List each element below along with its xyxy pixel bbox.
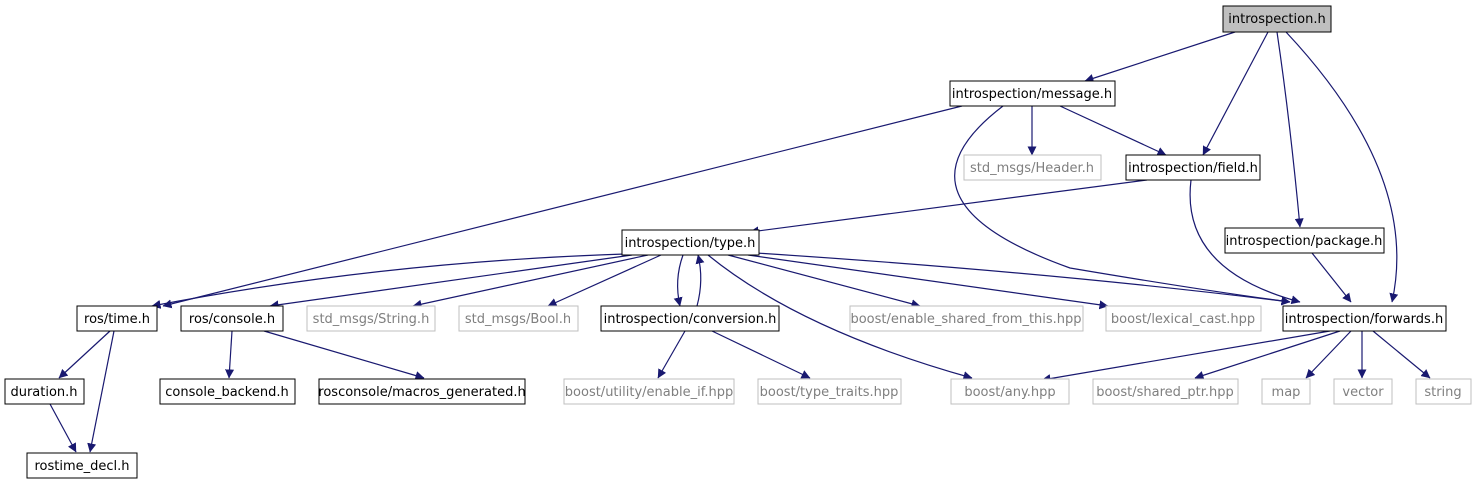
node-boost-enable-shared-from-this: boost/enable_shared_from_this.hpp [849, 305, 1084, 332]
node-string: string [1415, 378, 1472, 405]
edge-conversion-to-enable-if [657, 330, 686, 379]
node-introspection-h[interactable]: introspection.h [1222, 5, 1332, 33]
node-rostime-decl-h[interactable]: rostime_decl.h [26, 452, 138, 479]
edge-message-to-field [1059, 105, 1167, 156]
edge-message-to-ros-time [162, 105, 963, 309]
node-label: boost/any.hpp [964, 385, 1055, 400]
node-label: std_msgs/String.h [313, 312, 430, 327]
node-label: boost/lexical_cast.hpp [1111, 312, 1255, 327]
node-label: ros/console.h [189, 312, 275, 327]
node-duration-h[interactable]: duration.h [4, 378, 85, 405]
node-std-msgs-bool-h: std_msgs/Bool.h [458, 305, 579, 332]
edge-forwards-to-shared-ptr [1194, 330, 1341, 380]
edge-forwards-to-boost-any [1041, 330, 1331, 384]
edge-introspection-to-forwards [1285, 31, 1399, 303]
node-label: rostime_decl.h [34, 459, 129, 474]
node-package-h[interactable]: introspection/package.h [1224, 227, 1385, 254]
node-label: rosconsole/macros_generated.h [318, 385, 525, 400]
edge-package-to-forwards [1311, 252, 1352, 303]
edge-field-to-type [749, 179, 1148, 236]
node-boost-lexical-cast: boost/lexical_cast.hpp [1105, 305, 1262, 332]
node-label: string [1424, 385, 1461, 400]
node-label: console_backend.h [165, 385, 288, 400]
edge-field-to-forwards [1189, 179, 1301, 305]
edge-type-to-bool [547, 254, 662, 307]
node-boost-shared-ptr: boost/shared_ptr.hpp [1092, 378, 1239, 405]
edge-console-to-macros [263, 330, 425, 380]
node-label: introspection/conversion.h [604, 312, 777, 327]
node-message-h[interactable]: introspection/message.h [949, 80, 1116, 107]
edge-conversion-to-type-traits [711, 330, 811, 379]
node-label: boost/type_traits.hpp [760, 385, 899, 400]
node-boost-type-traits: boost/type_traits.hpp [757, 378, 902, 405]
node-label: ros/time.h [84, 312, 150, 327]
node-label: introspection/field.h [1128, 161, 1258, 176]
edge-forwards-to-string [1372, 330, 1431, 379]
node-boost-any: boost/any.hpp [950, 378, 1070, 405]
node-label: map [1272, 385, 1301, 400]
node-map: map [1261, 378, 1311, 405]
node-label: introspection/message.h [952, 87, 1112, 102]
node-boost-utility-enable-if: boost/utility/enable_if.hpp [563, 378, 735, 405]
edge-console-to-backend [225, 330, 235, 379]
edge-conversion-to-type [695, 254, 705, 307]
edge-introspection-to-field [1202, 31, 1269, 156]
node-label: boost/shared_ptr.hpp [1096, 385, 1234, 400]
node-forwards-h[interactable]: introspection/forwards.h [1282, 305, 1447, 332]
node-console-backend-h[interactable]: console_backend.h [159, 378, 296, 405]
edge-introspection-to-package [1276, 31, 1304, 228]
node-conversion-h[interactable]: introspection/conversion.h [600, 305, 780, 332]
node-label: introspection/package.h [1226, 234, 1383, 249]
edge-type-to-ros-time [151, 253, 626, 309]
node-label: std_msgs/Header.h [970, 161, 1094, 176]
edge-type-to-boost-any [707, 254, 973, 381]
edge-type-to-conversion [673, 254, 684, 307]
edge-type-to-enable-shared [727, 254, 921, 309]
edge-type-to-ros-console [269, 254, 633, 310]
node-label: boost/utility/enable_if.hpp [565, 385, 733, 400]
edge-forwards-to-map [1305, 330, 1352, 379]
edge-type-to-forwards [755, 252, 1291, 306]
edge-duration-to-rostime-decl [49, 403, 77, 453]
edge-message-to-forwards [954, 105, 1291, 306]
node-type-h[interactable]: introspection/type.h [621, 229, 760, 256]
node-label: boost/enable_shared_from_this.hpp [850, 312, 1081, 327]
edge-introspection-to-message [1084, 31, 1236, 83]
node-label: vector [1342, 385, 1384, 400]
node-ros-time-h[interactable]: ros/time.h [76, 305, 158, 332]
node-ros-console-h[interactable]: ros/console.h [180, 305, 284, 332]
node-std-msgs-header-h: std_msgs/Header.h [963, 154, 1102, 181]
edge-ros-time-to-rostime-decl [87, 330, 115, 453]
edge-type-to-lexical-cast [747, 254, 1109, 310]
nodes: introspection.h introspection/message.h … [4, 5, 1472, 479]
edges [49, 31, 1431, 453]
node-label: introspection/forwards.h [1285, 312, 1443, 327]
node-std-msgs-string-h: std_msgs/String.h [306, 305, 436, 332]
node-label: introspection.h [1228, 12, 1325, 27]
node-field-h[interactable]: introspection/field.h [1125, 154, 1261, 181]
node-rosconsole-macros-generated-h[interactable]: rosconsole/macros_generated.h [318, 378, 526, 405]
edge-type-to-string [412, 254, 649, 309]
node-label: duration.h [10, 385, 77, 400]
node-vector: vector [1333, 378, 1393, 405]
node-label: introspection/type.h [625, 236, 756, 251]
node-label: std_msgs/Bool.h [465, 312, 571, 327]
edge-ros-time-to-duration [58, 330, 111, 379]
